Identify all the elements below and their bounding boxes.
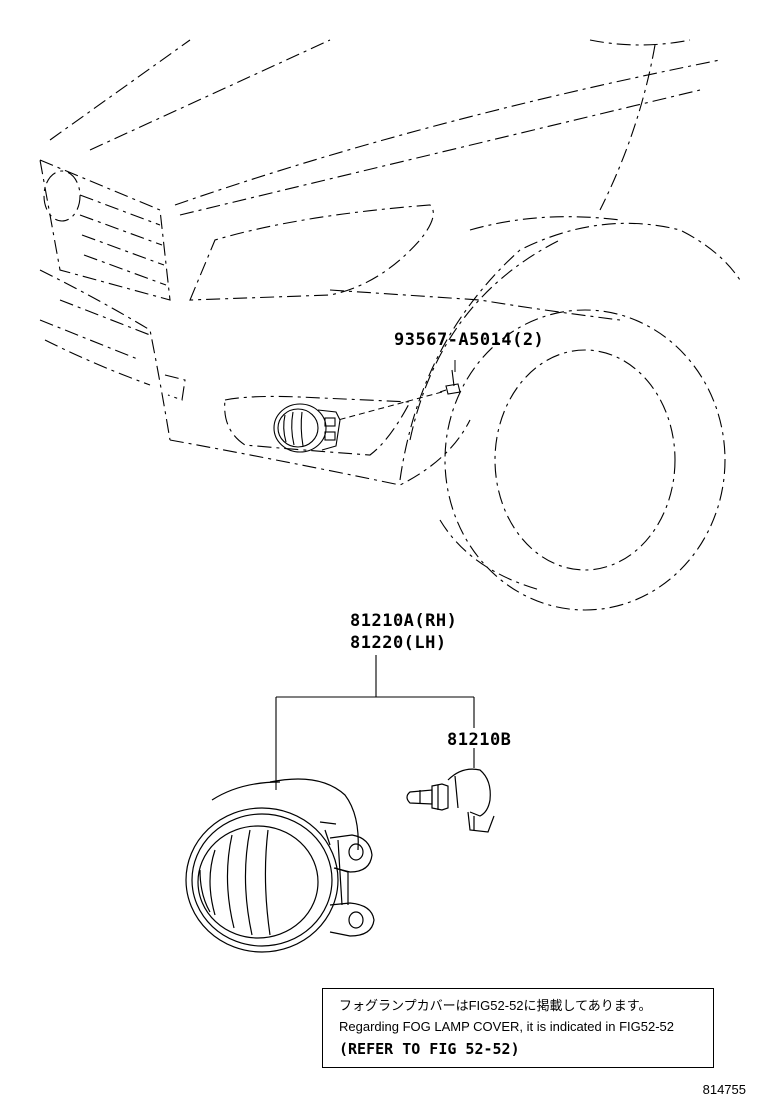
- part-label-bulb: 81210B: [447, 730, 512, 750]
- reference-note-box: フォグランプカバーはFIG52-52に掲載してあります。 Regarding F…: [322, 988, 714, 1068]
- part-label-clip: 93567-A5014(2): [394, 330, 545, 350]
- vehicle-outline: [39, 39, 741, 611]
- note-japanese: フォグランプカバーはFIG52-52に掲載してあります。: [339, 998, 652, 1013]
- bulb-part: [406, 768, 495, 833]
- part-label-lamp-rh: 81210A(RH): [350, 611, 458, 631]
- drawing-id: 814755: [702, 1082, 746, 1097]
- note-english: Regarding FOG LAMP COVER, it is indicate…: [339, 1019, 675, 1034]
- leader-lines: [275, 655, 475, 790]
- part-label-lamp-lh: 81220(LH): [350, 633, 447, 653]
- clip-leader-line: [337, 391, 443, 421]
- fog-lamp-installed: [273, 403, 341, 453]
- note-reference: (REFER TO FIG 52-52): [339, 1040, 520, 1058]
- clip-part: [439, 369, 461, 395]
- fog-lamp-assembly: [185, 778, 375, 953]
